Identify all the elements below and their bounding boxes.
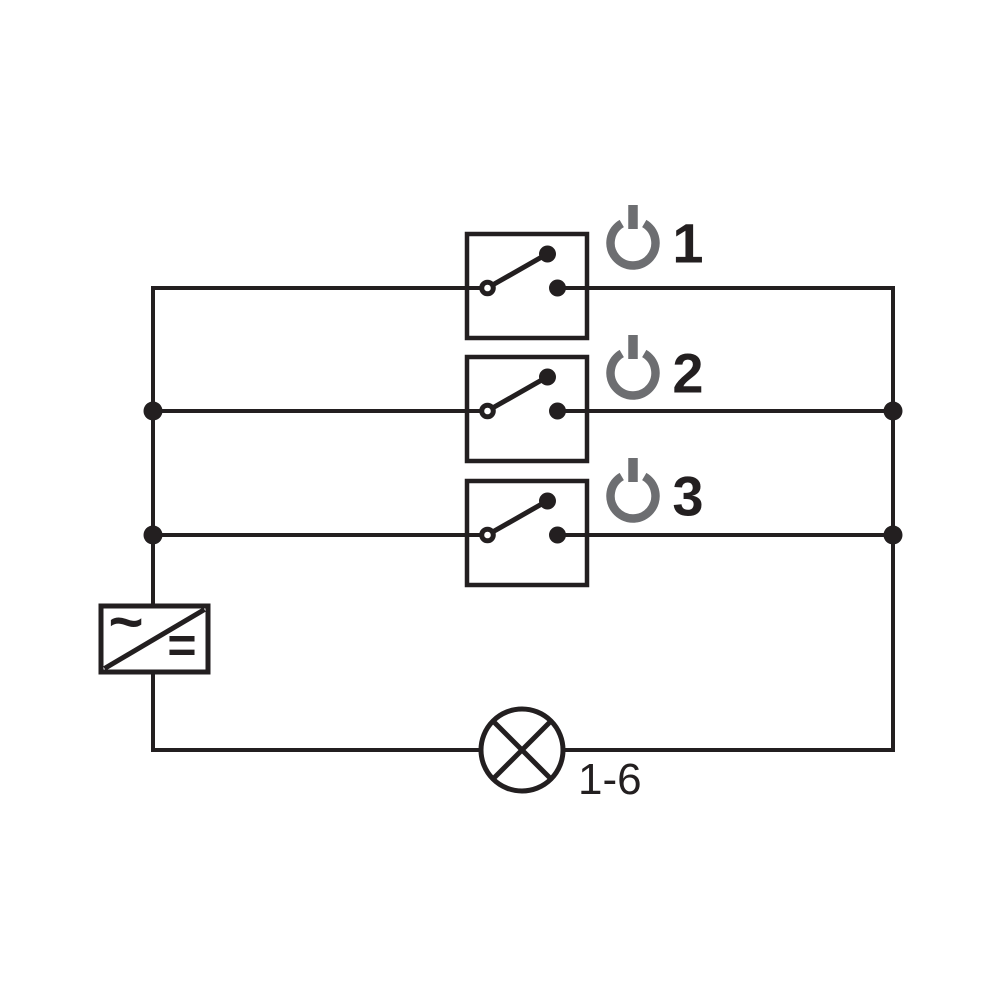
- ac-symbol: ~: [108, 588, 143, 655]
- power-icon-arc: [606, 472, 660, 523]
- switch-2-pivot-contact: [479, 402, 496, 420]
- lamp-label: 1-6: [578, 755, 642, 804]
- switch-1-right-contact: [549, 279, 566, 297]
- switch-2-right-contact: [549, 402, 566, 420]
- junction-dot-left-row2: [143, 401, 163, 421]
- switch-2-upper-contact: [539, 368, 556, 386]
- power-icon-bar: [628, 335, 638, 359]
- junction-dots: [143, 401, 903, 545]
- switch-3-label: 3: [672, 465, 703, 528]
- converter-diagonal: [103, 607, 206, 671]
- power-indicator-2: 2: [606, 335, 704, 405]
- switch-2-arm: [486, 374, 550, 413]
- power-supply-symbol: ~ =: [98, 588, 211, 675]
- dc-symbol: =: [167, 617, 196, 673]
- power-icon-bar: [628, 205, 638, 229]
- junction-dot-right-row3: [883, 525, 903, 545]
- power-icon-arc: [606, 349, 660, 400]
- power-icon: [606, 458, 660, 523]
- switch-3-right-contact: [549, 526, 566, 544]
- power-indicator-1: 1: [606, 205, 704, 275]
- switch-1-label: 1: [672, 212, 703, 275]
- switch-1-arm: [486, 251, 550, 290]
- power-indicator-3: 3: [606, 458, 704, 528]
- power-icon: [606, 205, 660, 270]
- switch-1-upper-contact: [539, 245, 556, 263]
- switch-2-label: 2: [672, 342, 703, 405]
- switch-3-upper-contact: [539, 492, 556, 510]
- switch-3-pivot-contact: [479, 526, 496, 544]
- power-icon: [606, 335, 660, 400]
- switch-3-symbol: [479, 492, 566, 544]
- switch-2-symbol: [479, 368, 566, 420]
- lamp-icon: [478, 706, 566, 794]
- lamp-cross-line-2: [491, 719, 553, 781]
- junction-dot-left-row3: [143, 525, 163, 545]
- switch-3-arm: [486, 498, 550, 537]
- switch-1-symbol: [479, 245, 566, 297]
- switch-1-pivot-contact: [479, 279, 496, 297]
- power-icon-arc: [606, 219, 660, 270]
- power-icon-bar: [628, 458, 638, 482]
- ac-dc-converter-icon: ~ =: [98, 588, 211, 675]
- wires: [151, 286, 895, 752]
- lamp-symbol: 1-6: [478, 706, 642, 804]
- junction-dot-right-row2: [883, 401, 903, 421]
